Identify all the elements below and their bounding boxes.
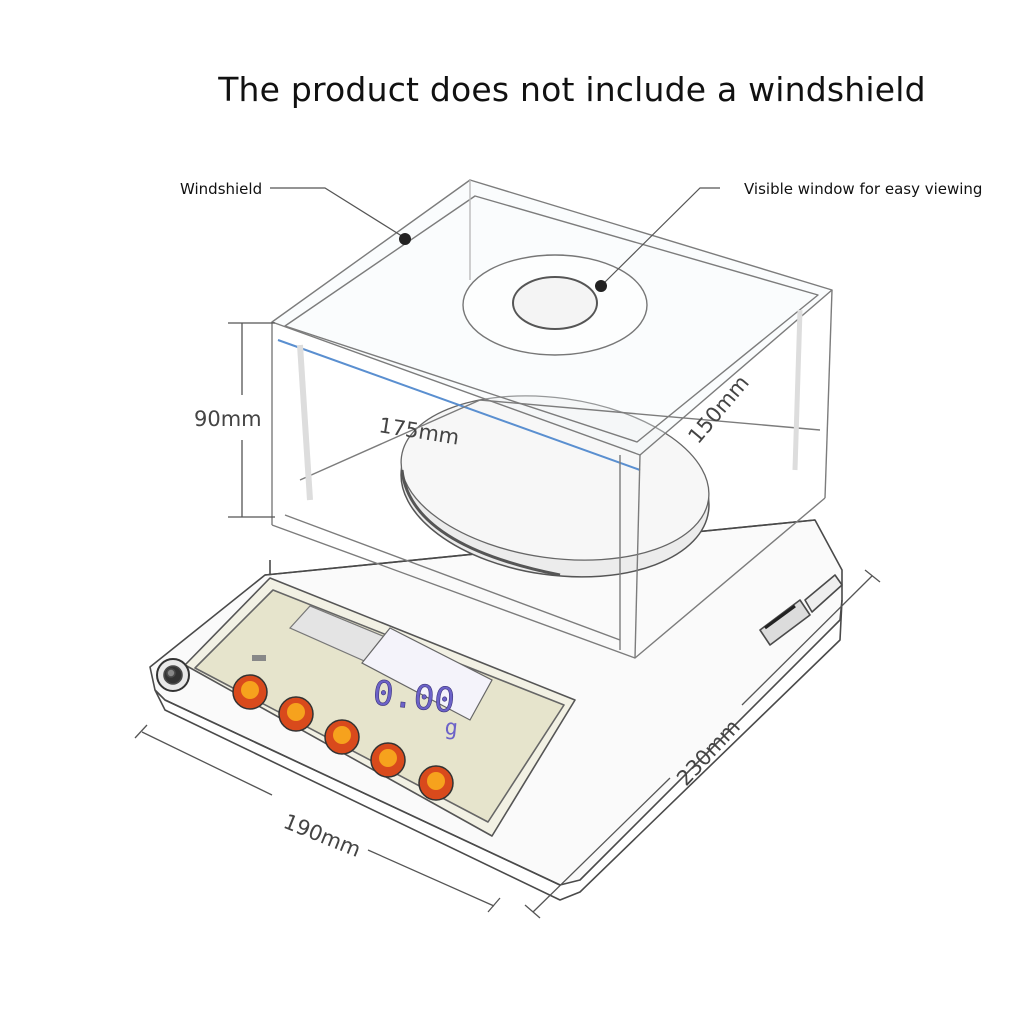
windshield-callout-label: Windshield: [180, 180, 262, 198]
dimension-lines: [134, 322, 881, 919]
callout-leaders: [270, 187, 720, 286]
keypad: [232, 674, 454, 801]
button-4[interactable]: [370, 742, 406, 778]
window-callout-dot: [595, 280, 607, 292]
weighing-pan: [400, 395, 710, 578]
button-5[interactable]: [418, 765, 454, 801]
lcd-unit: g: [443, 715, 459, 741]
notice-headline: The product does not include a windshiel…: [218, 70, 926, 109]
window-callout-label: Visible window for easy viewing: [744, 180, 982, 198]
button-3[interactable]: [324, 719, 360, 755]
windshield-callout-dot: [399, 233, 411, 245]
lcd-reading: 0.00: [371, 673, 457, 721]
scale-base: [149, 519, 843, 901]
lcd-display: 0.00 g: [252, 605, 493, 741]
height-dimension: 90mm: [194, 407, 262, 431]
button-2[interactable]: [278, 696, 314, 732]
button-1[interactable]: [232, 674, 268, 710]
base-width-dimension: 190mm: [280, 809, 364, 862]
